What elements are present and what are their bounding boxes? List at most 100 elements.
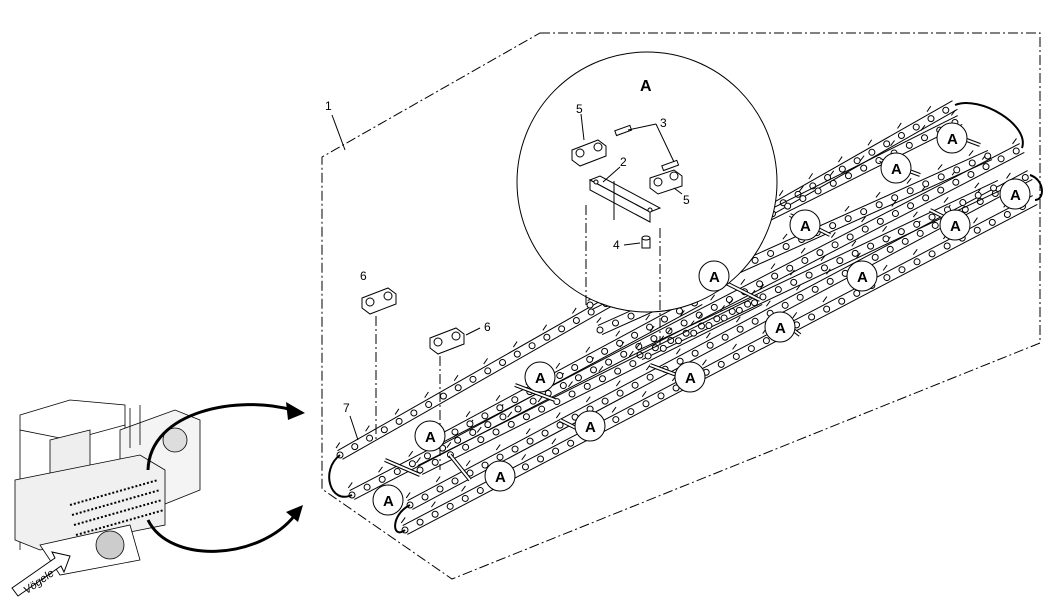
chain-pin [469, 428, 477, 436]
chain-pin [747, 345, 755, 353]
chain-flight [732, 343, 737, 350]
chain-pin [836, 257, 844, 265]
chain-flight [465, 411, 471, 418]
chain-flight [765, 300, 771, 307]
chain-flight [844, 205, 850, 212]
chain-pin [796, 293, 804, 301]
chain-flight [926, 105, 932, 112]
chain-pin [529, 397, 537, 405]
chain-pin [844, 172, 852, 180]
chain-pin [898, 266, 906, 274]
chain-pin [484, 367, 492, 375]
chain-pin [790, 278, 798, 286]
chain-pin [627, 312, 635, 320]
detail-a-marker-label: A [585, 419, 596, 436]
chain-pin [496, 404, 504, 412]
callout-5-upper: 5 [576, 102, 583, 116]
chain-pin [466, 420, 474, 428]
chain-flight [680, 310, 685, 317]
chain-flight [416, 457, 421, 464]
detail-a-marker-label: A [495, 469, 506, 486]
chain-pin [538, 405, 546, 413]
chain-flight [465, 460, 471, 467]
detail-a-marker: A [764, 311, 796, 343]
chain-pin [627, 408, 635, 416]
chain-flight [555, 362, 561, 369]
chain-flight [365, 425, 370, 432]
chain-pin [571, 363, 579, 371]
chain-pin [912, 123, 920, 131]
chain-pin [829, 179, 837, 187]
chain-pin [431, 510, 439, 518]
chain-flight [615, 330, 621, 337]
detail-a-marker-label: A [800, 218, 811, 235]
chain-pin [526, 437, 534, 445]
chain-pin [605, 358, 613, 366]
chain-flight [507, 411, 513, 418]
chain-pin [959, 199, 967, 207]
chain-flight [1006, 172, 1011, 179]
chain-pin [537, 455, 545, 463]
detail-a-marker-label: A [709, 269, 720, 286]
chain-flight [968, 150, 974, 156]
detail-a-marker: A [999, 178, 1031, 210]
chain-flight [800, 247, 806, 254]
chain-flight [645, 314, 651, 321]
chain-pin [552, 447, 560, 455]
chain-flight [705, 332, 711, 339]
chain-flight [778, 189, 784, 197]
chain-flight [861, 216, 866, 223]
chain-pin [363, 483, 371, 491]
chain-pin [756, 280, 764, 288]
chain-flight [572, 307, 577, 314]
chain-flight [859, 155, 865, 162]
chain-pin [421, 493, 429, 501]
chain-pin [642, 400, 650, 408]
chain-flight [555, 412, 561, 419]
detail-a-marker-label: A [775, 320, 786, 337]
chain-pin [410, 409, 418, 417]
chain-flight [830, 231, 836, 239]
chain-pin [598, 375, 606, 383]
detail-a-marker-label: A [1010, 187, 1021, 204]
chain-pin [853, 157, 861, 165]
chain-pin [751, 256, 759, 264]
chain-pin [528, 342, 536, 350]
chain-pin [492, 428, 500, 436]
chain-flight [735, 316, 741, 323]
flight-bar-fill [384, 459, 421, 476]
chain-pin [922, 194, 930, 202]
chain-flight [782, 233, 788, 240]
chain-pin [984, 152, 992, 160]
chain-flight [796, 284, 801, 291]
chain-flight [697, 313, 703, 320]
detail-a-marker: A [484, 460, 516, 492]
chain-pin [695, 311, 703, 319]
chain-flight [394, 408, 400, 415]
chain-pin [423, 452, 431, 460]
chain-flight [636, 342, 642, 349]
chain-pin [922, 180, 930, 188]
chain-pin [408, 460, 416, 468]
chain-pin [690, 329, 698, 337]
chain-pin [906, 187, 914, 195]
chain-pin [928, 250, 936, 258]
detail-a-marker: A [789, 209, 821, 241]
chain-pin [481, 461, 489, 469]
chain-pin [735, 306, 743, 314]
chain-pin [897, 131, 905, 139]
flight-bar-fill [449, 454, 471, 481]
chain-pin [351, 443, 359, 451]
leader-7 [349, 415, 359, 441]
chain-pin [927, 115, 935, 123]
chain-flight [615, 380, 621, 387]
chain-flight [822, 296, 828, 303]
chain-pin [431, 458, 439, 466]
chain-pin [860, 208, 868, 216]
detail-a-marker: A [372, 484, 404, 516]
crossbar-part-2 [588, 175, 662, 223]
chain-pin [921, 134, 929, 142]
chain-flight [728, 298, 734, 305]
chain-flight [585, 346, 591, 353]
